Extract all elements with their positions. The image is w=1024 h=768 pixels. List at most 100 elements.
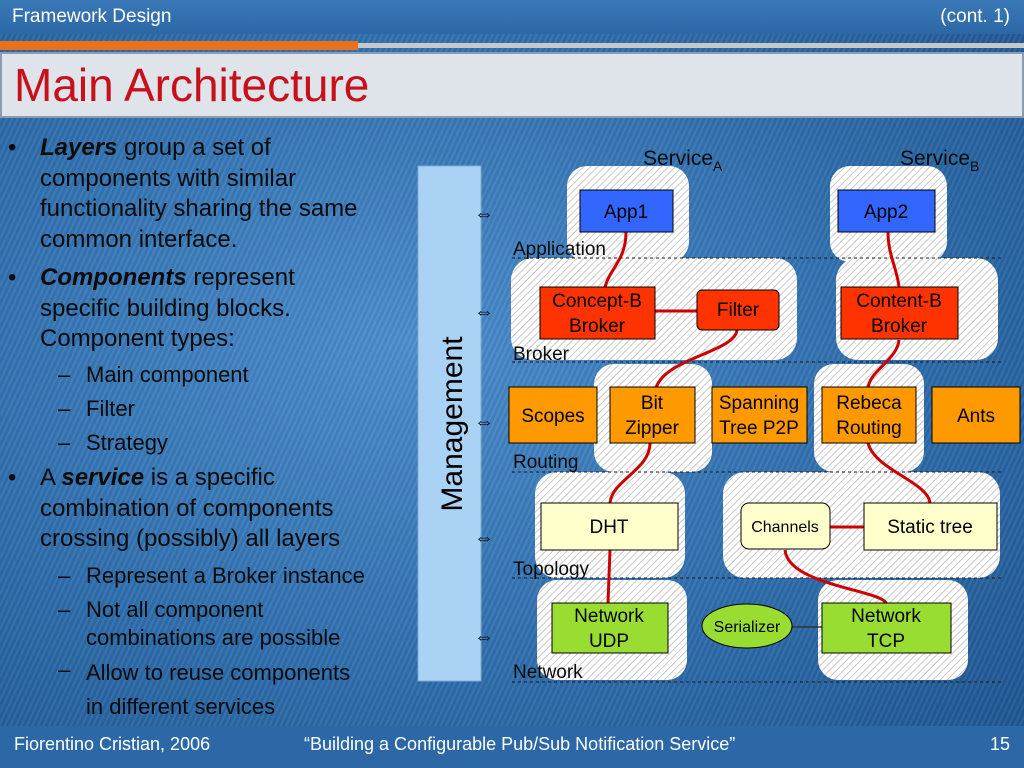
node-label-line: Concept-B — [552, 291, 642, 312]
node-label-line: Spanning — [719, 393, 799, 414]
header-bar: Framework Design (cont. 1) — [0, 0, 1024, 34]
sub-dash: – — [58, 396, 71, 421]
node-spanning-tree — [711, 386, 808, 444]
bullet-dot: • — [8, 464, 17, 491]
note-line: combinations are possible — [86, 625, 341, 650]
node-content-broker — [840, 286, 959, 340]
title-box: Main Architecture — [0, 52, 1024, 118]
node-ants — [931, 386, 1021, 444]
node-label-line: Broker — [569, 316, 626, 337]
double-arrow-icon: ⇔ — [474, 527, 494, 549]
node-bit-zipper — [609, 386, 696, 444]
node-label-line: Content-B — [856, 291, 942, 312]
serviceB-title: ServiceB — [900, 147, 979, 174]
node-serializer — [701, 603, 793, 649]
node-serializer-label: Serializer — [714, 619, 781, 636]
node-scopes-label: Scopes — [521, 406, 584, 427]
node-static-tree-label: Static tree — [887, 517, 973, 538]
accent-rule — [0, 41, 358, 50]
node-app1-label: App1 — [604, 202, 648, 223]
term-layers: Layers — [40, 134, 118, 161]
double-arrow-icon: ⇔ — [474, 203, 494, 225]
link-filter-bitzipper — [654, 329, 739, 389]
management-bar — [417, 165, 482, 682]
node-scopes — [508, 386, 598, 444]
node-static-tree — [863, 502, 998, 551]
term-service: service — [61, 464, 145, 491]
note-reuse: Allow to reuse components in different s… — [86, 656, 350, 724]
note-line: Allow to reuse components — [86, 660, 351, 685]
node-filter — [696, 289, 780, 331]
node-network-udp — [551, 602, 669, 654]
node-rebeca-routing — [821, 386, 917, 444]
bullet-text: Component types: — [40, 325, 235, 352]
node-label-line: Zipper — [625, 418, 680, 439]
node-label-line: Broker — [871, 316, 928, 337]
node-label-line: Rebeca — [836, 393, 902, 414]
footer-page-number: 15 — [989, 734, 1010, 754]
bullet-text: group a set of — [117, 134, 271, 161]
bullet-text: common interface. — [40, 225, 238, 253]
type-strategy: Strategy — [86, 430, 168, 455]
sub-dash: – — [58, 563, 71, 588]
node-dht-label: DHT — [589, 517, 628, 538]
bullet-text: components with similar — [40, 164, 297, 192]
node-concept-broker — [539, 286, 656, 340]
slide-title: Main Architecture — [14, 59, 370, 111]
layer-label-broker: Broker — [513, 344, 570, 365]
bullet-text: functionality sharing the same — [40, 195, 358, 222]
bullet-text: represent — [186, 264, 295, 291]
node-network-tcp — [821, 602, 952, 654]
double-arrow-icon: ⇔ — [474, 301, 494, 323]
node-label-line: Tree P2P — [719, 418, 799, 439]
note-not-all: Not all component combinations are possi… — [86, 596, 340, 652]
node-app2 — [837, 189, 936, 233]
bullet-text: specific building blocks. — [40, 294, 291, 322]
link-app1-concept — [603, 231, 628, 288]
node-label-line: Routing — [836, 418, 902, 439]
link-dht-udp — [606, 549, 612, 604]
layer-label-network: Network — [513, 662, 583, 683]
node-app2-label: App2 — [864, 202, 908, 223]
layer-label-routing: Routing — [513, 452, 579, 473]
link-rebeca-statictree — [866, 442, 932, 504]
double-arrow-icon: ⇔ — [474, 626, 494, 648]
node-label-line: UDP — [589, 631, 629, 652]
section-title: Framework Design — [12, 6, 172, 27]
management-label: Management — [436, 336, 469, 512]
service-links — [603, 231, 932, 605]
node-label-line: Network — [574, 606, 644, 627]
link-channels-tcp — [783, 549, 888, 605]
link-app2-content — [886, 231, 901, 288]
double-arrow-icon: ⇔ — [474, 411, 494, 433]
serviceA-title: ServiceA — [643, 147, 723, 174]
sub-dash: – — [58, 430, 71, 455]
bullet-service: A service is a specific combination of c… — [40, 463, 340, 555]
sub-dash: – — [58, 362, 71, 387]
node-app1 — [579, 189, 674, 233]
layer-label-application: Application — [513, 239, 606, 260]
sub-dash: – — [58, 597, 71, 622]
node-dht — [540, 502, 679, 551]
node-ants-label: Ants — [957, 406, 995, 427]
bullet-layers: Layers group a set of components with si… — [40, 133, 358, 255]
node-label-line: Bit — [641, 393, 664, 414]
bullet-components: Components represent specific building b… — [40, 263, 295, 355]
note-line: Not all component — [86, 597, 264, 622]
node-label-line: TCP — [867, 631, 905, 652]
footer-author: Fiorentino Cristian, 2006 — [14, 734, 211, 754]
node-channels — [740, 502, 831, 550]
type-main: Main component — [86, 362, 249, 387]
bullet-dot: • — [8, 264, 17, 291]
node-channels-label: Channels — [751, 519, 819, 536]
footer-talk-title: “Building a Configurable Pub/Sub Notific… — [304, 734, 736, 754]
node-label-line: Network — [851, 606, 921, 627]
note-broker-instance: Represent a Broker instance — [86, 563, 365, 588]
bullet-text: combination of components — [40, 494, 334, 522]
bullet-text: A — [40, 464, 62, 491]
node-filter-label: Filter — [717, 300, 760, 321]
grey-rule — [358, 43, 1024, 48]
layer-label-topology: Topology — [513, 559, 590, 580]
footer-bar: Fiorentino Cristian, 2006 “Building a Co… — [0, 726, 1024, 768]
